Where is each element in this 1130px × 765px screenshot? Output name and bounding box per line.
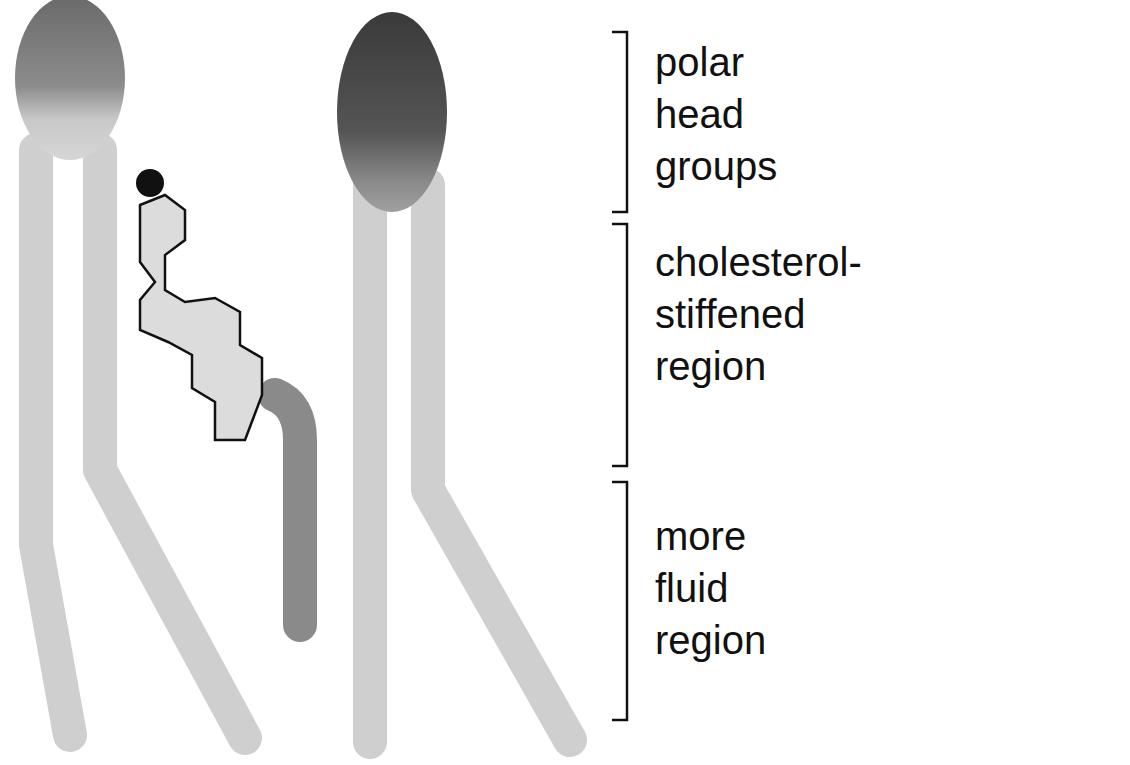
cholesterol-tail [275, 395, 300, 625]
bracket [612, 32, 627, 720]
hydroxyl-group [136, 169, 164, 197]
region-label: more fluid region [655, 510, 795, 666]
polar-head [337, 12, 447, 212]
fatty-acid-tail [370, 185, 570, 742]
steroid-rings [140, 195, 262, 440]
region-label: cholesterol-stiffened region [655, 236, 885, 392]
polar-head [15, 0, 125, 160]
region-label: polar head groups [655, 36, 795, 192]
